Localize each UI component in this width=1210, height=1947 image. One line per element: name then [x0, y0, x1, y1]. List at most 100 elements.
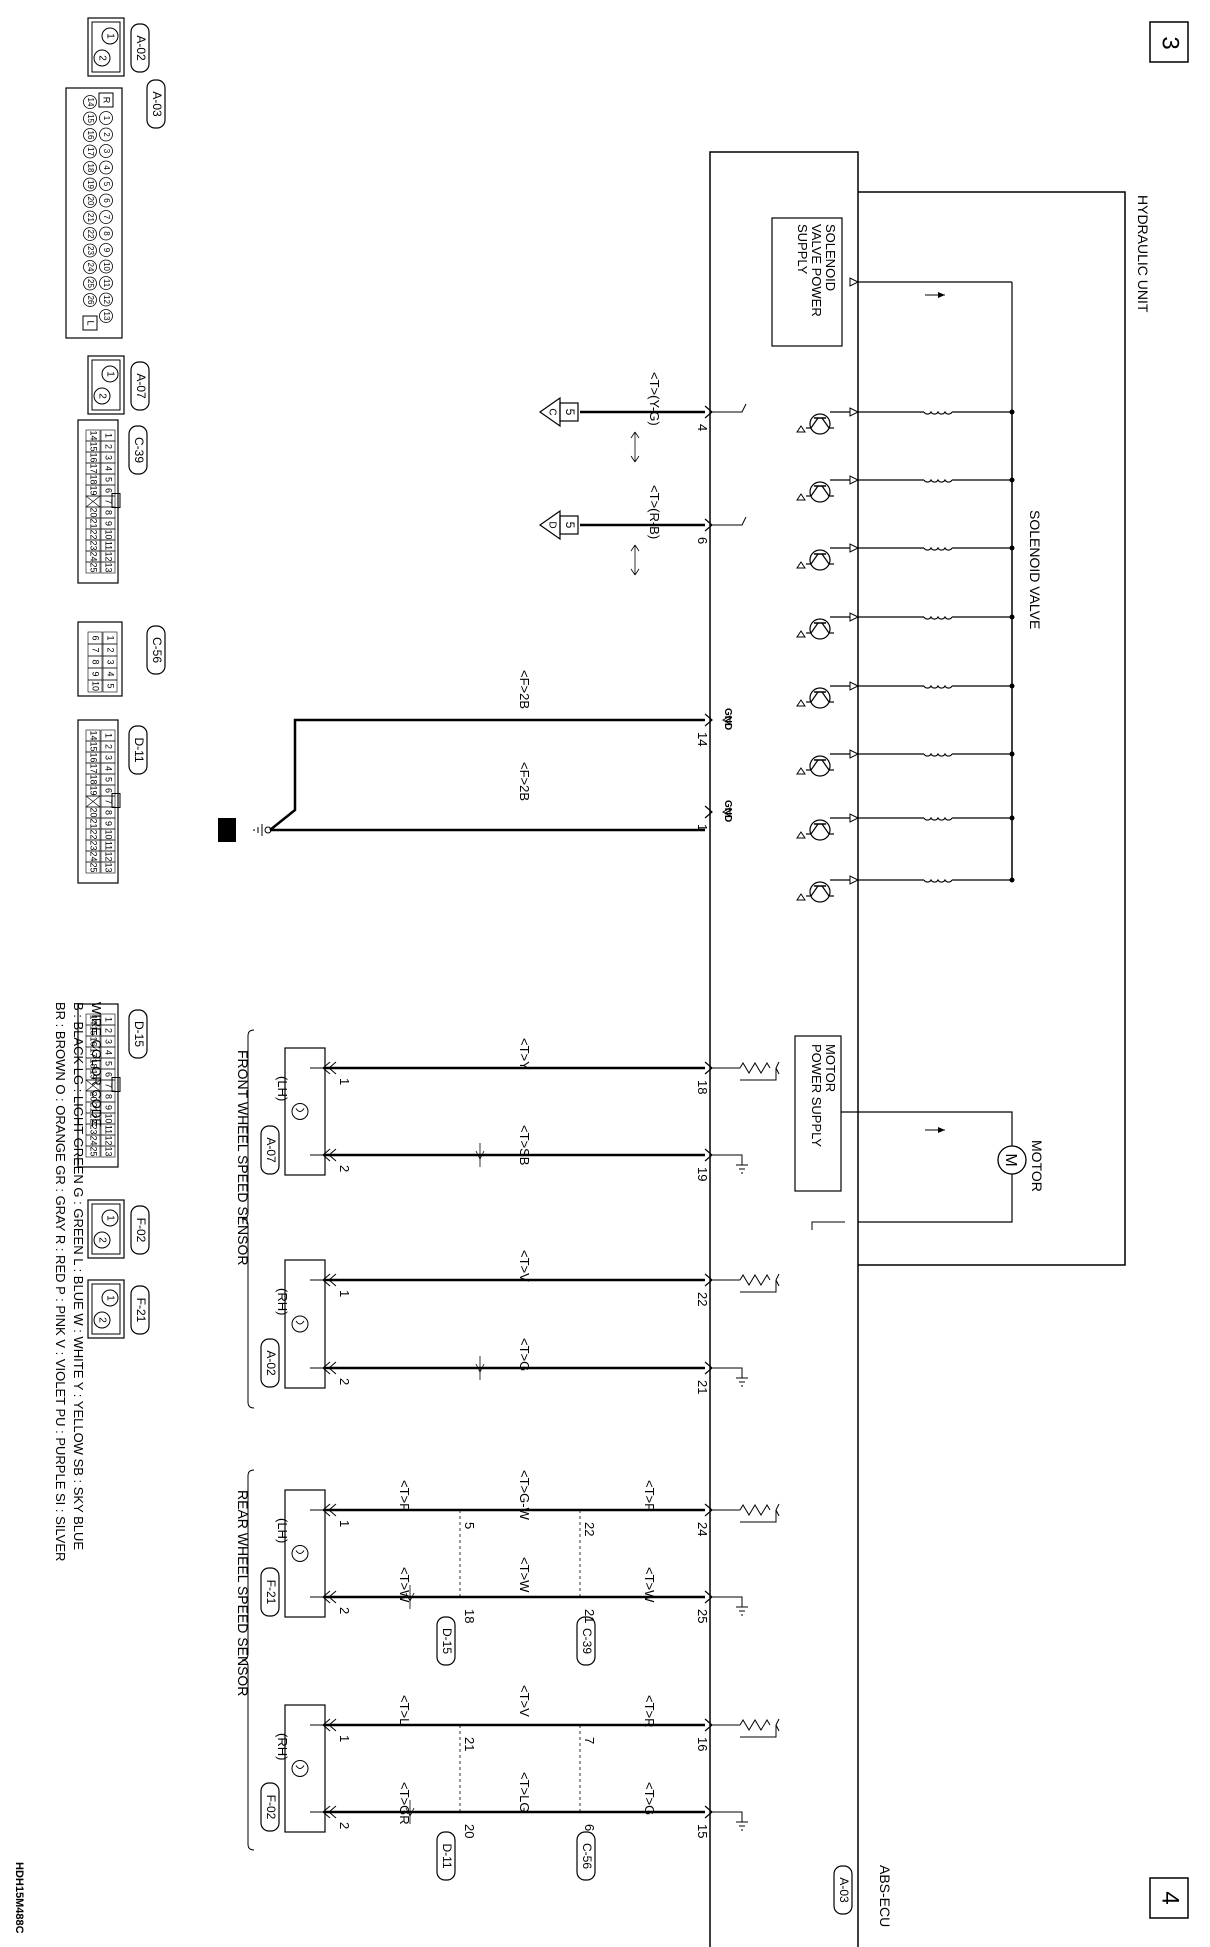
connector-pin: 3 [104, 455, 114, 460]
sensor-connector-label: F-21 [264, 1580, 278, 1605]
current-arrow-head [938, 292, 945, 298]
wire-color-label: <T>G [517, 1338, 532, 1371]
connector-pin: 9 [102, 248, 111, 253]
connector-pin: 23 [89, 540, 99, 550]
sensor-pin-number: 2 [337, 1607, 352, 1614]
sensor-body [284, 1047, 326, 1176]
sensor-pin-number: 1 [337, 1078, 352, 1085]
motor-current-arrow-head [938, 1127, 945, 1133]
connector-pin: 1 [104, 1017, 114, 1022]
page-number-right: 4 [1149, 1877, 1189, 1919]
hydraulic-unit-frame [858, 191, 1126, 1266]
connector-pin: 10 [102, 262, 111, 271]
connector-pin: 9 [104, 821, 114, 826]
ecu-pin-number: 22 [695, 1292, 710, 1306]
connector-pin: 23 [89, 840, 99, 850]
connector-pin: 14 [89, 430, 99, 440]
connector-pin: 5 [106, 683, 116, 688]
connector-pin: 4 [106, 671, 116, 676]
connector-pin: 11 [104, 541, 114, 550]
connector-pin: 12 [104, 551, 114, 561]
connector-pin: 15 [89, 441, 99, 451]
connector-pin: 4 [104, 1050, 114, 1055]
connector-pin: 24 [89, 1135, 99, 1145]
gnd-pin: 1 [695, 824, 710, 831]
rear-sensor-bracket-title: REAR WHEEL SPEED SENSOR [235, 1490, 251, 1696]
solenoid-valve [796, 749, 1015, 777]
front-sensor-bracket: FRONT WHEEL SPEED SENSOR [235, 1029, 255, 1409]
wire-color-label: <T>G-W [517, 1470, 532, 1521]
ground-ref-box [218, 818, 236, 842]
connector-pin: 18 [89, 1058, 99, 1068]
connector-a02-label: A-02 [134, 35, 148, 61]
connector-pin: 2 [104, 444, 114, 449]
connector-pin: 10 [104, 529, 114, 539]
sensor-body [284, 1259, 326, 1389]
connector-pin: 1 [104, 33, 115, 39]
sensor-connector-badge [260, 1338, 280, 1388]
connector-pin: 5 [104, 1061, 114, 1066]
connector-c39-badge [128, 425, 148, 475]
sensor-pin-number: 2 [337, 1822, 352, 1829]
connector-pin: 7 [104, 499, 114, 504]
sensor-coil-icon [291, 1103, 309, 1120]
ecu-pin-number: 25 [695, 1609, 710, 1623]
solenoid-ps-line: VALVE POWER [809, 224, 824, 317]
connector-a03-label: A-03 [150, 91, 164, 117]
ground-node [264, 826, 272, 834]
connector-pin: 20 [89, 1091, 99, 1101]
drawing-code: HDH15M488C [13, 1862, 25, 1934]
connector-pin: 9 [104, 521, 114, 526]
connector-pin: 25 [89, 862, 99, 872]
wire-color-label: <T>Y [517, 1038, 532, 1070]
ecu-pin-number: 24 [695, 1522, 710, 1536]
junction-pin-number: 6 [582, 1824, 597, 1831]
can-ref-letter: C [546, 408, 557, 415]
connector-pin: 8 [104, 810, 114, 815]
junction2-connector-label: D-15 [440, 1628, 454, 1654]
connector-pin: 9 [104, 1105, 114, 1110]
junction1-connector-label: C-39 [580, 1628, 594, 1654]
connector-c39-label: C-39 [132, 437, 146, 463]
can-ref-number: 5 [563, 409, 577, 416]
connector-pin: 14 [86, 98, 95, 107]
ecu-pin-marker [849, 277, 860, 287]
connector-views-group: A-0212A-0712F-0212F-2112C-39123456789101… [65, 17, 166, 1339]
wire-color-code-line1: B : BLACK LG : LIGHT GREEN G : GREEN L :… [71, 1002, 86, 1550]
connector-pin: 8 [104, 1094, 114, 1099]
motor-power-supply-box [794, 1035, 842, 1192]
solenoid-valve [796, 475, 1015, 503]
sensor-pin-number: 1 [337, 1735, 352, 1742]
connector-pin: 1 [106, 635, 116, 640]
solenoid-valve [796, 543, 1015, 571]
junction1-connector-badge [576, 1831, 596, 1881]
connector-mark: L [86, 320, 96, 325]
connector-pin: 20 [89, 507, 99, 517]
connector-pin: 4 [104, 766, 114, 771]
sensor-pin-number: 1 [337, 1520, 352, 1527]
hydraulic-unit-label: HYDRAULIC UNIT [1135, 195, 1151, 313]
sensor-connector-badge [260, 1125, 280, 1175]
junction2-connector-badge [436, 1616, 456, 1666]
junction1-connector-label: C-56 [580, 1843, 594, 1869]
rear-sensor-rh: 16<T>R7<T>V21<T>L115<T>G6<T>LG20<T>GR2C-… [260, 1685, 780, 1881]
can-wire-label: <T>(R-B) [647, 485, 662, 539]
rear-sensor-lh: 24<T>P22<T>G-W5<T>P125<T>W21<T>W18<T>W2C… [260, 1470, 780, 1666]
connector-pin: 8 [91, 659, 101, 664]
wire-color-label: <T>P [397, 1480, 412, 1512]
wire-color-label: <T>GR [397, 1782, 412, 1825]
connector-pin: 3 [104, 755, 114, 760]
wire-color-code-line2: BR : BROWN O : ORANGE GR : GRAY R : RED … [53, 1002, 68, 1561]
connector-pin: 12 [104, 1135, 114, 1145]
connector-pin: 10 [91, 681, 101, 691]
connector-c56-badge [146, 625, 166, 675]
connector-pin: 15 [89, 1025, 99, 1035]
connector-pin: 21 [89, 518, 99, 528]
connector-c39: C-39123456789101112131415161718192021222… [77, 419, 148, 584]
ground-symbol [253, 824, 263, 836]
connector-pin: 18 [89, 774, 99, 784]
